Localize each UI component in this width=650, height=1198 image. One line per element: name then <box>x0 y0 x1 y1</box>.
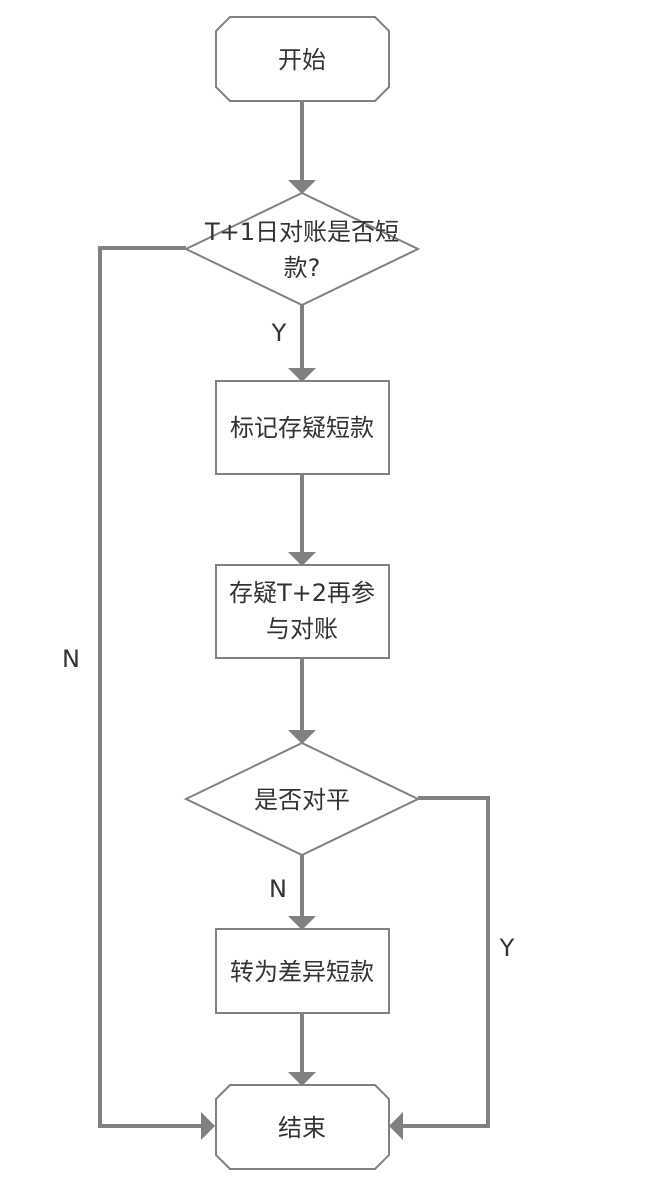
label-short-yes: Y <box>271 319 287 347</box>
arrowhead-mark-suspect <box>288 368 316 382</box>
edge-decision-short-no <box>98 246 203 1128</box>
mark-suspect-shape <box>215 380 390 475</box>
decision-short-node: T+1日对账是否短 款? <box>183 191 421 307</box>
arrowhead-end-top <box>288 1072 316 1086</box>
to-diff-label: 转为差异短款 <box>230 958 374 986</box>
arrowhead-end-left <box>201 1112 215 1140</box>
arrowhead-end-right <box>389 1112 403 1140</box>
arrowhead-to-diff <box>288 916 316 930</box>
retry-recon-shape <box>215 564 390 659</box>
decision-balanced-label: 是否对平 <box>254 786 350 814</box>
decision-short-shape <box>183 191 421 307</box>
label-short-no: N <box>62 645 80 673</box>
decision-short-label-line1: T+1日对账是否短 <box>204 218 399 246</box>
end-label: 结束 <box>278 1114 326 1142</box>
start-shape <box>215 16 390 102</box>
label-balanced-yes: Y <box>499 934 515 962</box>
end-node: 结束 <box>215 1084 390 1170</box>
retry-recon-label-line2: 与对账 <box>266 615 338 643</box>
to-diff-node: 转为差异短款 <box>215 928 390 1014</box>
decision-balanced-shape <box>183 741 421 857</box>
to-diff-shape <box>215 928 390 1014</box>
retry-recon-label-line1: 存疑T+2再参 <box>229 579 375 607</box>
decision-short-label-line2: 款? <box>284 254 321 282</box>
arrowhead-decision-balanced <box>288 730 316 744</box>
edge-decision-balanced-yes <box>401 796 490 1128</box>
end-shape <box>215 1084 390 1170</box>
start-label: 开始 <box>278 46 326 74</box>
retry-recon-node: 存疑T+2再参 与对账 <box>215 564 390 659</box>
arrowhead-decision-short <box>288 180 316 194</box>
decision-balanced-node: 是否对平 <box>183 741 421 857</box>
mark-suspect-node: 标记存疑短款 <box>215 380 390 475</box>
label-balanced-no: N <box>269 875 287 903</box>
start-node: 开始 <box>215 16 390 102</box>
arrowhead-retry-recon <box>288 552 316 566</box>
mark-suspect-label: 标记存疑短款 <box>230 414 374 442</box>
